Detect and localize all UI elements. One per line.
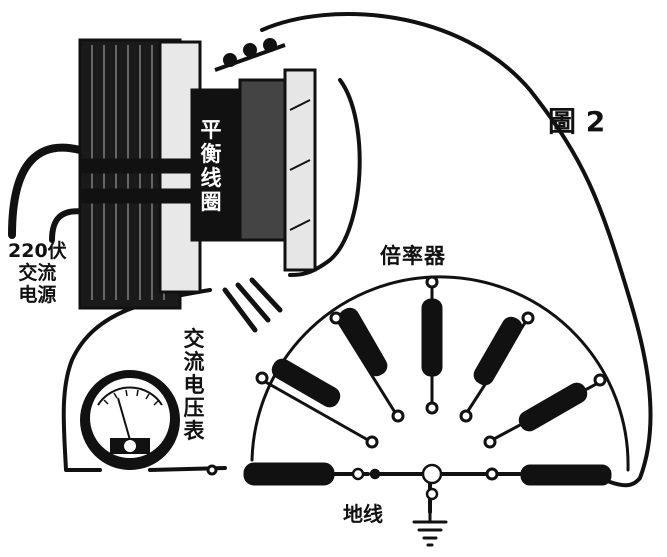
power-source-label: 220伏 交流 电源 — [8, 240, 67, 306]
power-cord — [8, 143, 84, 239]
bottom-leads — [222, 277, 283, 333]
resistor-bottom-left — [206, 462, 335, 486]
power-source-word: 电源 — [18, 284, 57, 306]
resistor-5 — [483, 373, 607, 449]
resistor-3 — [421, 275, 443, 415]
balance-coil-panel — [190, 68, 317, 272]
coil-loop — [288, 78, 362, 277]
resistor-bottom-right — [485, 464, 612, 486]
ac-voltmeter — [80, 370, 180, 470]
resistor-1 — [255, 358, 379, 449]
ground-symbol — [412, 510, 448, 547]
top-terminals — [214, 38, 286, 72]
resistor-2 — [329, 307, 405, 423]
transformer-core — [78, 38, 212, 310]
top-return-wire — [260, 12, 653, 488]
figure-label: 圖 2 — [548, 105, 606, 138]
bottom-terminals — [351, 463, 443, 501]
power-source-type: 交流 — [18, 262, 57, 284]
ground-wire-label: 地线 — [343, 502, 383, 526]
resistor-4 — [459, 311, 535, 423]
balance-coil-label: 平衡线圈 — [200, 118, 222, 214]
ac-voltmeter-label: 交流电压表 — [183, 327, 205, 443]
multiplier-label: 倍率器 — [380, 244, 446, 268]
power-source-voltage: 220伏 — [8, 240, 67, 262]
